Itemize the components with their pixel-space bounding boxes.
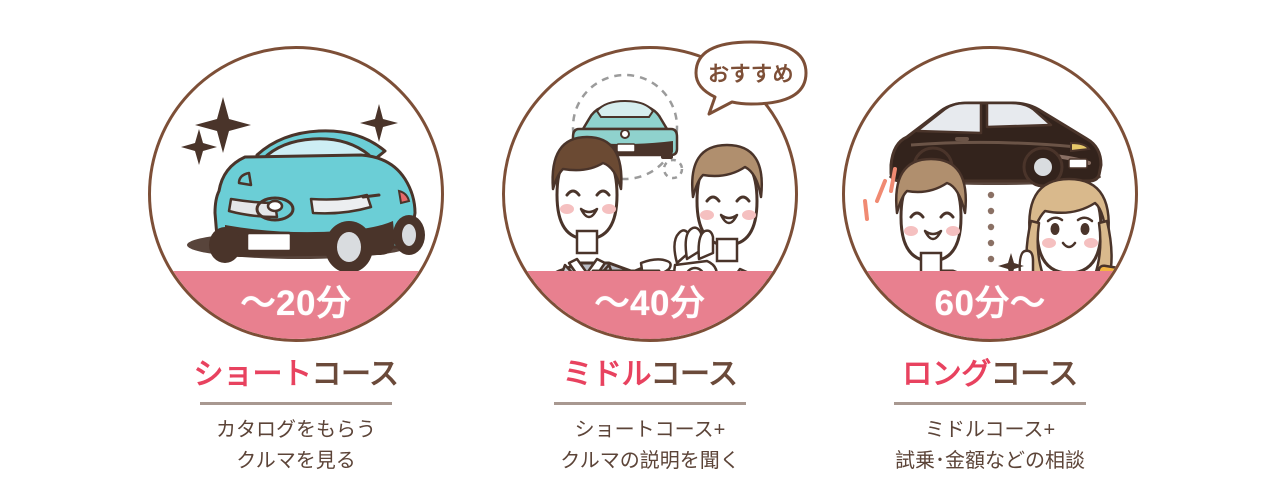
course-illustration-long: 60分〜: [842, 46, 1138, 342]
course-title-base: コース: [650, 358, 738, 391]
desc-line-2: クルマを見る: [236, 450, 356, 472]
woman-figure: [998, 177, 1135, 339]
excitement-lines-icon: [863, 167, 897, 221]
course-title-accent: ミドル: [562, 358, 651, 391]
scene-test-drive: [845, 49, 1135, 339]
circle-frame: 60分〜: [842, 46, 1138, 342]
desc-line-1: ショートコース+: [574, 419, 726, 441]
customer-figure: [669, 143, 795, 339]
desc-line-2: 試乗･金額などの相談: [895, 450, 1085, 472]
title-divider: [554, 402, 746, 405]
course-title-base: コース: [311, 358, 400, 391]
desc-line-2: クルマの説明を聞く: [560, 450, 740, 472]
course-card-long[interactable]: 60分〜 ロングコース ミドルコース+ 試乗･金額などの相談: [825, 46, 1155, 477]
desc-line-1: カタログをもらう: [216, 419, 376, 441]
title-divider: [200, 402, 392, 405]
course-title: ロングコース: [902, 360, 1078, 390]
course-description: ショートコース+ クルマの説明を聞く: [560, 415, 739, 477]
scene-teal-suv: [151, 49, 441, 339]
course-title-accent: ロング: [902, 358, 991, 391]
recommendation-speech-bubble: おすすめ: [692, 40, 810, 116]
bubble-label: おすすめ: [708, 63, 794, 86]
course-title-base: コース: [990, 358, 1079, 391]
course-illustration-middle: 〜40分 おすすめ: [502, 40, 808, 342]
circle-frame: 〜20分: [148, 46, 444, 342]
course-card-middle[interactable]: 〜40分 おすすめ ミドルコース ショートコース+ クルマの説明を聞く: [485, 40, 815, 477]
title-divider: [894, 402, 1086, 405]
course-title: ミドルコース: [563, 360, 738, 390]
desc-line-1: ミドルコース+: [924, 419, 1056, 441]
course-description: ミドルコース+ 試乗･金額などの相談: [895, 415, 1085, 477]
ok-hand-icon: [673, 226, 718, 296]
course-illustration-short: 〜20分: [148, 46, 444, 342]
sparkle-icon: [181, 97, 398, 165]
course-title-accent: ショート: [193, 358, 313, 391]
course-title: ショートコース: [193, 358, 400, 391]
course-description: カタログをもらう クルマを見る: [216, 415, 376, 477]
course-card-short[interactable]: 〜20分 ショートコース カタログをもらう クルマを見る: [131, 46, 461, 477]
